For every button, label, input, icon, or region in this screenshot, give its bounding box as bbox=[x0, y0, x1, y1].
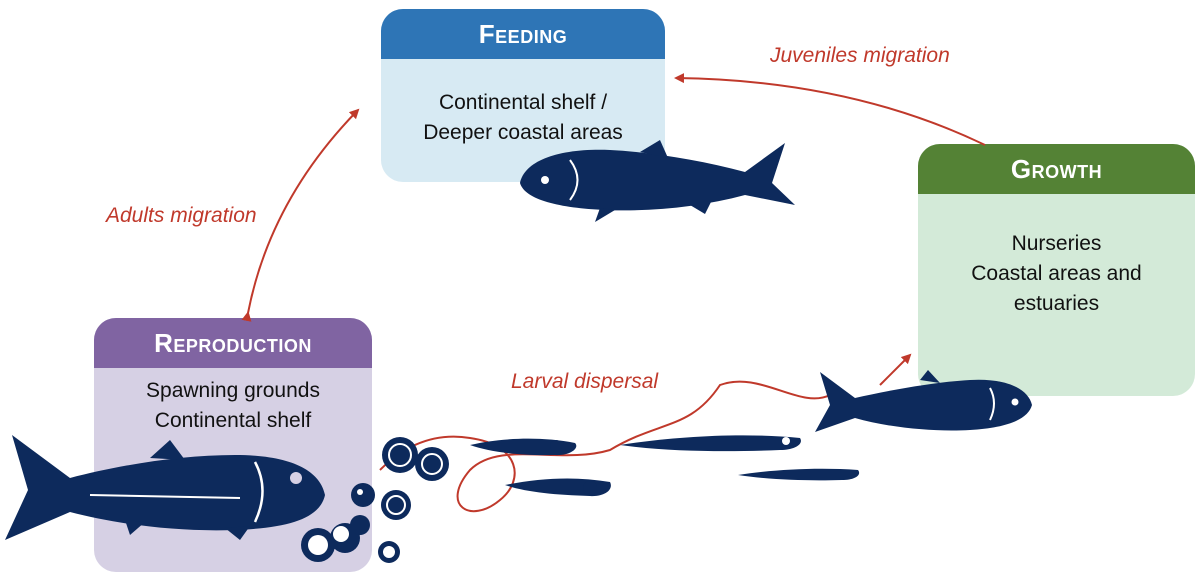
feeding-fish-icon bbox=[520, 140, 795, 222]
larval-dispersal-arrow bbox=[880, 355, 910, 385]
adults-migration-label: Adults migration bbox=[106, 204, 257, 228]
growth-fish-icon bbox=[815, 370, 1032, 432]
larval-dispersal-label: Larval dispersal bbox=[511, 370, 658, 394]
larva-4 bbox=[738, 469, 859, 481]
reproduction-fish-icon bbox=[5, 435, 325, 540]
larvae-icons bbox=[470, 435, 859, 496]
larva-3 bbox=[620, 435, 801, 451]
adults-migration-arrow bbox=[248, 110, 358, 313]
juveniles-migration-arrow bbox=[676, 78, 985, 145]
juveniles-migration-label: Juveniles migration bbox=[770, 44, 950, 68]
